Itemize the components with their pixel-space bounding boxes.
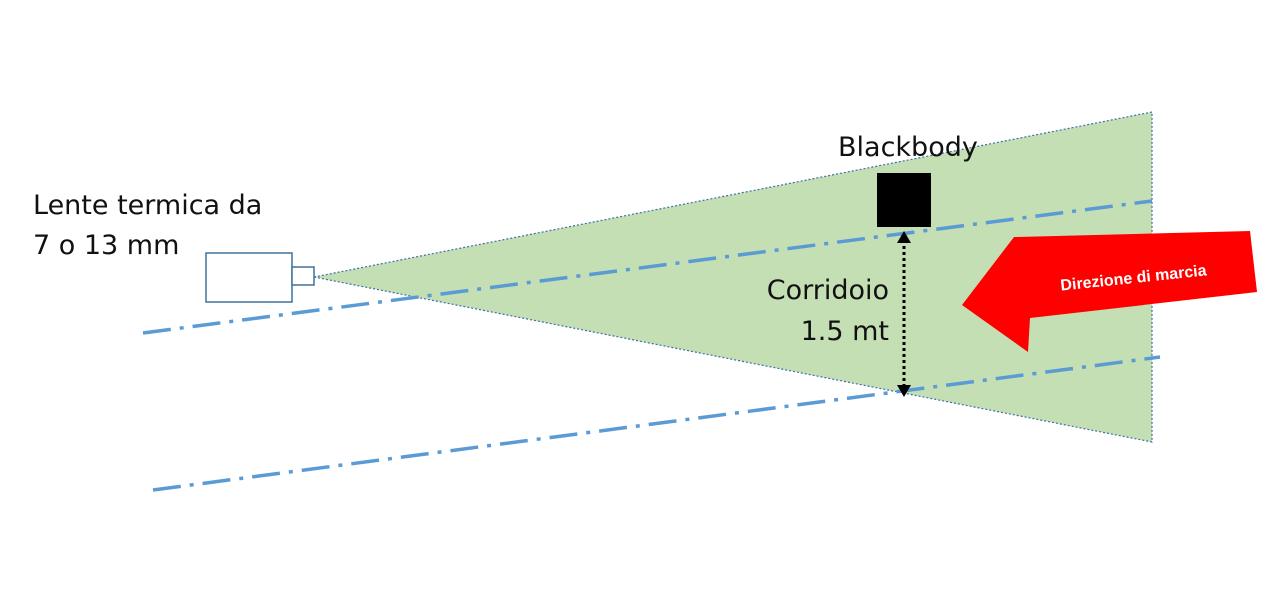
double-headed-arrow (897, 231, 911, 397)
field-of-view-cone (313, 111, 1153, 443)
corridor-line-lower (152, 355, 1161, 492)
corridor-measure-arrowhead-top (897, 231, 911, 243)
camera-label-line1: Lente termica da (33, 190, 262, 221)
corridor-label-line1: Corridoio (767, 275, 889, 306)
camera-lens (291, 266, 315, 286)
blackbody-label: Blackbody (838, 132, 978, 163)
red-arrow-left (962, 231, 1257, 352)
corridor-label-line2: 1.5 mt (801, 316, 889, 347)
blackbody-square (877, 173, 931, 227)
corridor-measure-arrowhead-bottom (897, 385, 911, 397)
corridor-line-upper (142, 199, 1153, 335)
thermal-camera-icon (205, 252, 315, 303)
camera-label-line2: 7 o 13 mm (33, 230, 179, 261)
camera-body (205, 252, 293, 303)
